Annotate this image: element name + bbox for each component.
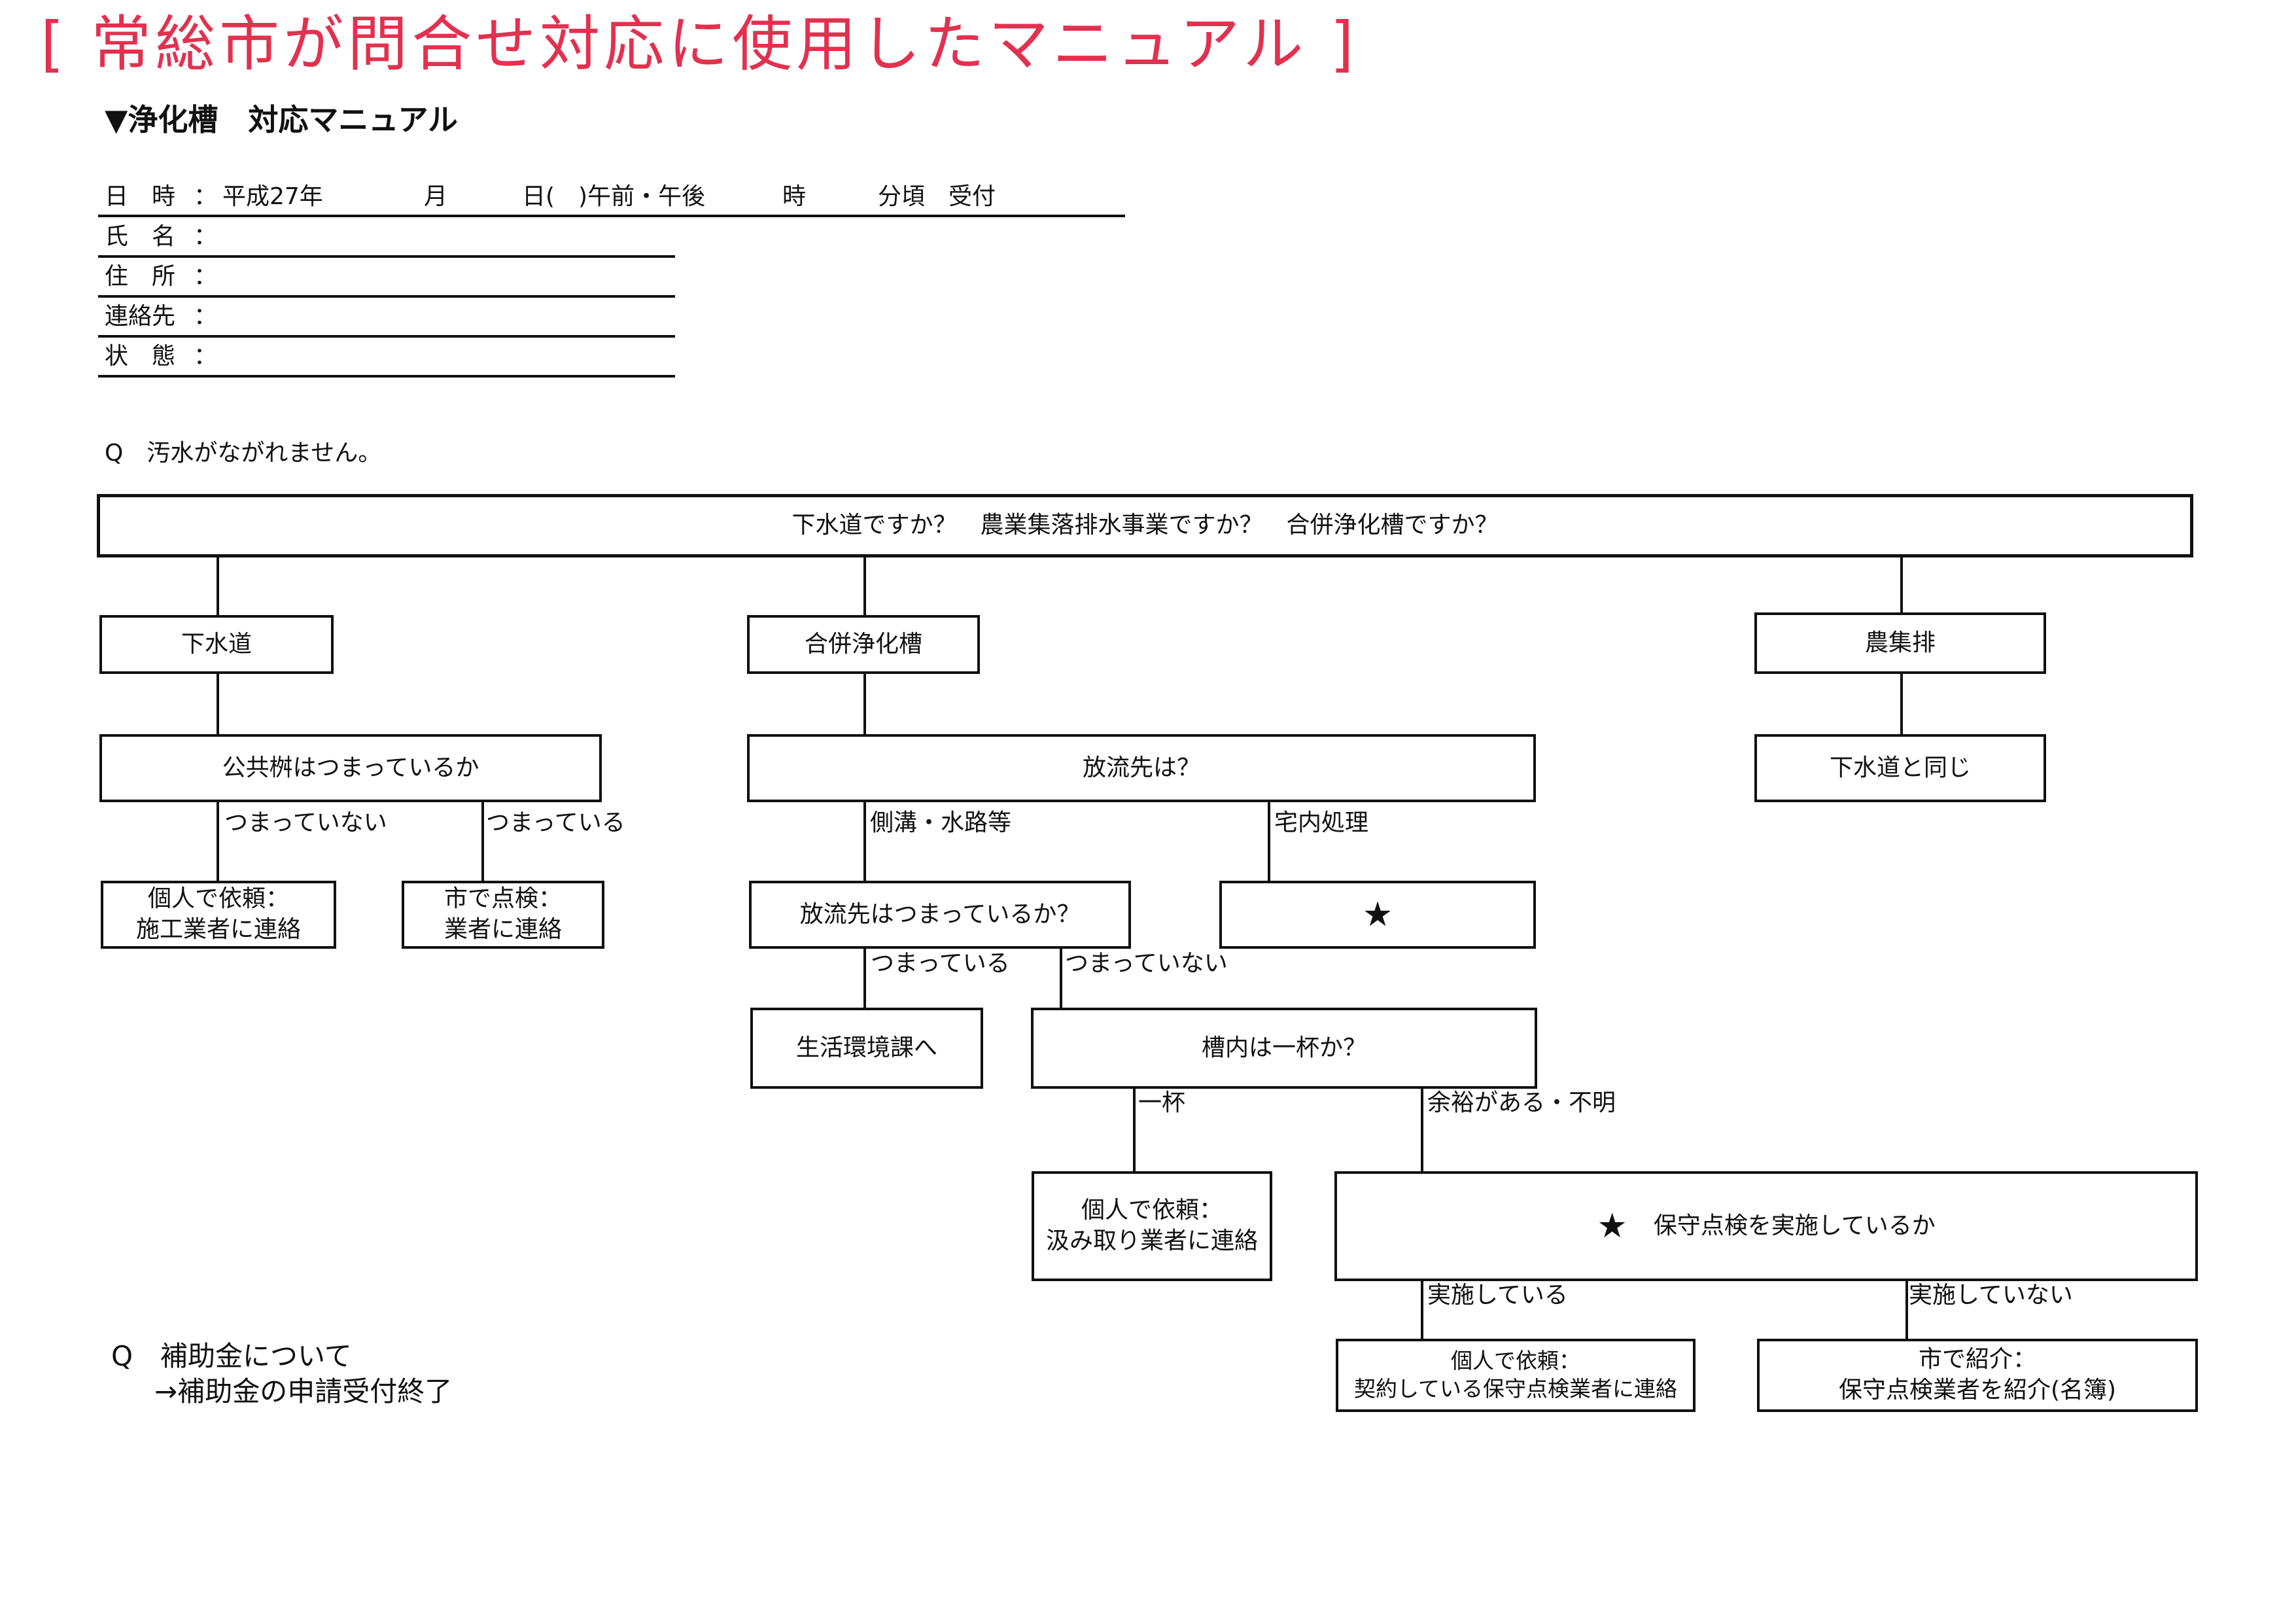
status-underline bbox=[98, 375, 675, 378]
maint-yes-answer-line2: 契約している保守点検業者に連絡 bbox=[1353, 1376, 1677, 1402]
agri-drainage-box: 農集排 bbox=[1754, 612, 2046, 674]
env-division-text: 生活環境課へ bbox=[795, 1034, 937, 1061]
septic-tank-box: 合併浄化槽 bbox=[747, 615, 980, 674]
question-sewage-not-flowing: Q 汚水がながれません。 bbox=[105, 440, 382, 467]
address-colon: ： bbox=[194, 263, 218, 290]
address-underline bbox=[98, 295, 675, 298]
tank-full-question-text: 槽内は一杯か？ bbox=[1201, 1034, 1366, 1061]
name-underline bbox=[98, 255, 675, 258]
maintenance-question-box: ★ 保守点検を実施しているか bbox=[1334, 1171, 2198, 1281]
status-colon: ： bbox=[194, 343, 218, 370]
date-day-ampm: 日( )午前・午後 bbox=[522, 183, 706, 210]
edge-label-sewer-not-clogged: つまっていない bbox=[224, 809, 387, 836]
connector-tank-room bbox=[1421, 1089, 1423, 1171]
public-basin-question-box: 公共桝はつまっているか bbox=[99, 734, 602, 802]
maint-yes-answer-box: 個人で依頼： 契約している保守点検業者に連絡 bbox=[1336, 1339, 1696, 1412]
connector-septic-discharge bbox=[863, 674, 866, 734]
connector-maint-no bbox=[1905, 1281, 1908, 1339]
sewer-answer-private-box: 個人で依頼： 施工業者に連絡 bbox=[101, 881, 336, 949]
root-question-box: 下水道ですか？ 農業集落排水事業ですか？ 合併浄化槽ですか？ bbox=[97, 494, 2193, 557]
connector-root-agri bbox=[1900, 557, 1903, 612]
contact-underline bbox=[98, 335, 675, 338]
contact-colon: ： bbox=[194, 303, 218, 330]
name-colon: ： bbox=[194, 223, 218, 250]
date-underline bbox=[98, 215, 1125, 217]
discharge-clog-question-text: 放流先はつまっているか？ bbox=[799, 900, 1081, 928]
pump-out-answer-line1: 個人で依頼： bbox=[1081, 1197, 1223, 1224]
connector-agri-answer bbox=[1900, 674, 1903, 734]
connector-dc-not-clogged bbox=[1060, 949, 1062, 1008]
edge-label-dc-clogged: つまっている bbox=[871, 950, 1010, 977]
connector-sewer-clogged bbox=[481, 802, 484, 881]
tank-full-question-box: 槽内は一杯か？ bbox=[1031, 1008, 1537, 1089]
question-subsidy: Q 補助金について bbox=[111, 1340, 352, 1372]
agri-drainage-text: 農集排 bbox=[1864, 629, 1936, 656]
date-colon: ： bbox=[194, 183, 218, 210]
maint-no-answer-line2: 保守点検業者を紹介(名簿) bbox=[1838, 1377, 2117, 1403]
agri-answer-text: 下水道と同じ bbox=[1829, 754, 1971, 781]
maint-no-answer-line1: 市で紹介： bbox=[1918, 1346, 2036, 1373]
septic-tank-text: 合併浄化槽 bbox=[804, 630, 922, 658]
sewer-answer-private-line2: 施工業者に連絡 bbox=[135, 916, 301, 943]
edge-label-sewer-clogged: つまっている bbox=[486, 809, 625, 836]
edge-label-tank-full: 一杯 bbox=[1138, 1089, 1186, 1116]
connector-maint-yes bbox=[1421, 1281, 1423, 1339]
pump-out-answer-line2: 汲み取り業者に連絡 bbox=[1045, 1227, 1258, 1254]
connector-tank-full bbox=[1133, 1089, 1136, 1171]
connector-dc-clogged bbox=[863, 949, 866, 1008]
status-label: 状 態 bbox=[105, 343, 176, 370]
address-label: 住 所 bbox=[105, 263, 176, 290]
maintenance-question-text: 保守点検を実施しているか bbox=[1653, 1212, 1936, 1239]
date-hour: 時 bbox=[782, 183, 807, 210]
public-basin-question-text: 公共桝はつまっているか bbox=[222, 754, 479, 781]
contact-label: 連絡先 bbox=[105, 303, 176, 330]
sewer-answer-city-line2: 業者に連絡 bbox=[444, 916, 562, 943]
onsite-treatment-box: ★ bbox=[1219, 881, 1536, 949]
sewer-answer-city-box: 市で点検： 業者に連絡 bbox=[402, 881, 604, 949]
agri-answer-box: 下水道と同じ bbox=[1754, 734, 2046, 802]
star-icon: ★ bbox=[1362, 895, 1393, 934]
date-era: 平成27年 bbox=[222, 183, 323, 210]
root-question-text: 下水道ですか？ 農業集落排水事業ですか？ 合併浄化槽ですか？ bbox=[791, 512, 1499, 539]
sewer-answer-city-line1: 市で点検： bbox=[444, 885, 562, 913]
manual-subtitle: ▼浄化槽 対応マニュアル bbox=[105, 102, 458, 137]
name-label: 氏 名 bbox=[105, 223, 176, 250]
env-division-box: 生活環境課へ bbox=[750, 1008, 983, 1089]
edge-label-discharge-home: 宅内処理 bbox=[1274, 809, 1369, 836]
discharge-clog-question-box: 放流先はつまっているか？ bbox=[749, 881, 1131, 949]
connector-discharge-home bbox=[1268, 802, 1270, 881]
sewer-answer-private-line1: 個人で依頼： bbox=[147, 885, 289, 913]
connector-root-sewer bbox=[217, 557, 219, 615]
edge-label-discharge-ditch: 側溝・水路等 bbox=[870, 809, 1012, 836]
connector-root-septic bbox=[863, 557, 866, 615]
edge-label-maint-yes: 実施している bbox=[1427, 1282, 1568, 1309]
edge-label-tank-room: 余裕がある・不明 bbox=[1427, 1089, 1616, 1116]
connector-discharge-ditch bbox=[863, 802, 866, 881]
edge-label-maint-no: 実施していない bbox=[1909, 1282, 2073, 1309]
connector-sewer-question bbox=[217, 674, 219, 734]
page-title: [ 常総市が問合せ対応に使用したマニュアル ] bbox=[41, 9, 1358, 79]
date-minute-received: 分頃 受付 bbox=[878, 183, 996, 210]
pump-out-answer-box: 個人で依頼： 汲み取り業者に連絡 bbox=[1032, 1171, 1272, 1281]
date-month: 月 bbox=[424, 183, 448, 210]
connector-sewer-not-clogged bbox=[217, 802, 219, 881]
discharge-question-box: 放流先は？ bbox=[747, 734, 1536, 802]
star-icon: ★ bbox=[1597, 1207, 1627, 1246]
edge-label-dc-not-clogged: つまっていない bbox=[1065, 950, 1228, 977]
maint-no-answer-box: 市で紹介： 保守点検業者を紹介(名簿) bbox=[1757, 1339, 2198, 1412]
answer-subsidy-closed: →補助金の申請受付終了 bbox=[154, 1375, 453, 1407]
discharge-question-text: 放流先は？ bbox=[1082, 754, 1200, 781]
sewer-text: 下水道 bbox=[181, 630, 252, 658]
date-label: 日 時 bbox=[105, 183, 176, 210]
maint-yes-answer-line1: 個人で依頼： bbox=[1451, 1348, 1580, 1374]
sewer-box: 下水道 bbox=[99, 615, 334, 674]
